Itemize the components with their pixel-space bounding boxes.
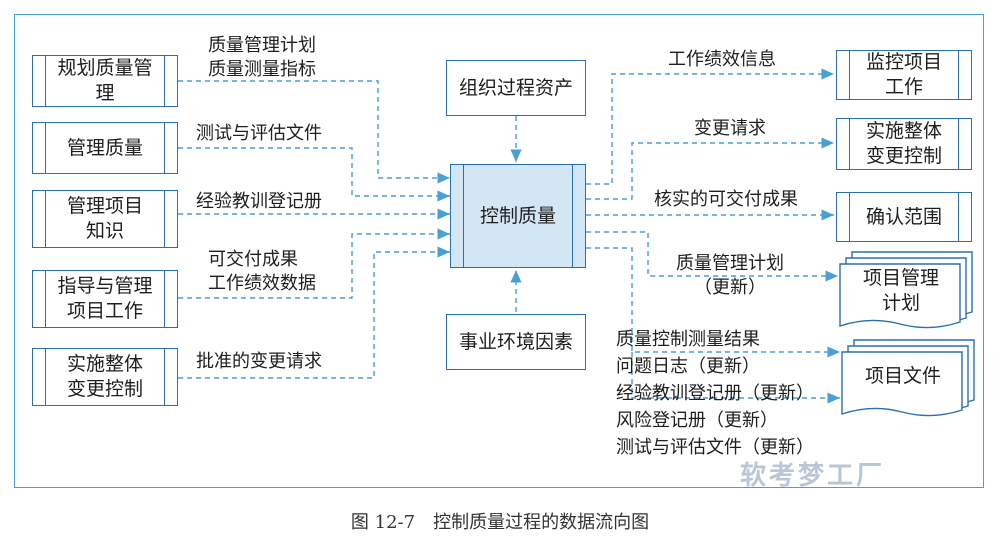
input-box-label: 管理质量 <box>66 136 143 159</box>
input-label-2: 测试与评估文件 <box>196 123 322 144</box>
flow-input-5 <box>178 246 450 379</box>
process-box-control-quality: 控制质量 <box>450 164 586 268</box>
flow-output-1 <box>586 68 834 185</box>
output-label-5: 质量控制测量结果 问题日志（更新） 经验教训登记册（更新） 风险登记册（更新） … <box>616 329 814 458</box>
bottom-input-label: 事业环境因素 <box>458 330 573 353</box>
output-doc-plan-label: 项目管理计划 <box>862 267 939 314</box>
input-box-change-control: 实施整体变更控制 <box>32 348 178 406</box>
document-stack-plan <box>839 251 973 329</box>
output-label-1: 工作绩效信息 <box>668 49 776 70</box>
input-box-label: 实施整体变更控制 <box>66 353 143 400</box>
input-label-1: 质量管理计划 质量测量指标 <box>208 35 316 80</box>
output-doc-files-label: 项目文件 <box>864 365 941 387</box>
output-box-label: 确认范围 <box>865 205 942 228</box>
flow-output-5 <box>586 247 840 358</box>
output-label-2: 变更请求 <box>694 118 766 139</box>
input-label-4: 可交付成果 工作绩效数据 <box>208 249 316 294</box>
output-box-validate-scope: 确认范围 <box>836 192 972 242</box>
output-label-4: 质量管理计划 （更新） <box>676 253 784 298</box>
input-box-manage-quality: 管理质量 <box>32 122 178 174</box>
output-box-label: 实施整体变更控制 <box>865 120 942 167</box>
input-box-label: 管理项目知识 <box>66 195 143 242</box>
top-input-label: 组织过程资产 <box>458 76 573 99</box>
flow-output-5b <box>631 352 840 404</box>
output-box-change-control: 实施整体变更控制 <box>836 118 972 170</box>
input-box-label: 规划质量管理 <box>57 57 153 104</box>
input-label-5: 批准的变更请求 <box>196 351 322 372</box>
flow-input-1 <box>178 80 450 184</box>
document-stack-files <box>841 339 975 417</box>
input-box-direct-manage: 指导与管理项目工作 <box>32 270 178 328</box>
input-box-plan-quality: 规划质量管理 <box>32 55 178 107</box>
watermark: 软考梦工厂 <box>740 461 886 491</box>
flow-input-2 <box>178 147 450 202</box>
input-label-3: 经验教训登记册 <box>196 191 322 212</box>
input-box-label: 指导与管理项目工作 <box>57 275 153 322</box>
input-box-project-knowledge: 管理项目知识 <box>32 190 178 248</box>
flow-output-2 <box>586 137 834 200</box>
output-label-3: 核实的可交付成果 <box>654 189 798 210</box>
process-label: 控制质量 <box>479 204 556 227</box>
bottom-input-box: 事业环境因素 <box>446 314 586 370</box>
flow-output-4 <box>586 231 838 282</box>
output-box-label: 监控项目工作 <box>865 51 942 98</box>
output-box-monitor: 监控项目工作 <box>836 50 972 100</box>
top-input-box: 组织过程资产 <box>446 60 586 116</box>
diagram-frame <box>14 14 984 488</box>
figure-caption: 图 12-7 控制质量过程的数据流向图 <box>350 512 650 533</box>
